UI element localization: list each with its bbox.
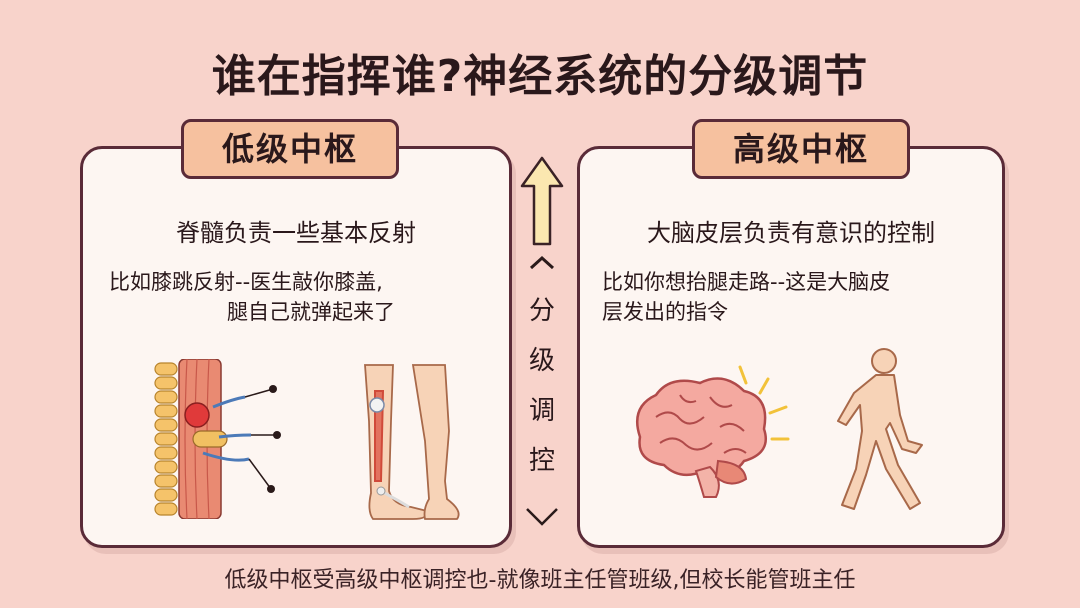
low-level-desc-line1: 比如膝跳反射--医生敲你膝盖, (109, 270, 383, 294)
high-level-center-panel: 高级中枢 大脑皮层负责有意识的控制 比如你想抬腿走路--这是大脑皮 层发出的指令 (577, 119, 1005, 548)
high-level-subhead: 大脑皮层负责有意识的控制 (647, 219, 935, 247)
high-level-center-tag: 高级中枢 (692, 119, 910, 179)
low-level-center-tag: 低级中枢 (181, 119, 399, 179)
footer-caption: 低级中枢受高级中枢调控也-就像班主任管班级,但校长能管班主任 (224, 568, 856, 593)
leg-reflex-icon (364, 364, 460, 520)
middle-char-2: 级 (528, 346, 555, 376)
page-title: 谁在指挥谁?神经系统的分级调节 (211, 51, 869, 102)
high-level-description: 比如你想抬腿走路--这是大脑皮 层发出的指令 (602, 267, 962, 327)
middle-char-1: 分 (528, 296, 555, 326)
small-caret-icon (529, 255, 555, 270)
hierarchical-control-column: 分 级 调 控 (512, 150, 572, 530)
middle-char-3: 调 (528, 396, 555, 426)
high-level-desc-line2: 层发出的指令 (602, 300, 728, 324)
low-level-center-panel: 低级中枢 脊髓负责一些基本反射 比如膝跳反射--医生敲你膝盖, 腿自己就弹起来了 (80, 119, 512, 548)
low-level-description: 比如膝跳反射--医生敲你膝盖, 腿自己就弹起来了 (109, 267, 489, 327)
up-arrow-icon (520, 156, 564, 246)
low-level-desc-line2: 腿自己就弹起来了 (227, 300, 395, 324)
spinal-cord-icon (154, 359, 281, 519)
brain-icon (636, 365, 790, 498)
high-level-desc-line1: 比如你想抬腿走路--这是大脑皮 (602, 270, 891, 294)
walking-person-icon (837, 348, 923, 510)
middle-char-4: 控 (528, 446, 555, 476)
low-level-subhead: 脊髓负责一些基本反射 (176, 219, 416, 247)
chevron-down-icon (526, 508, 558, 526)
